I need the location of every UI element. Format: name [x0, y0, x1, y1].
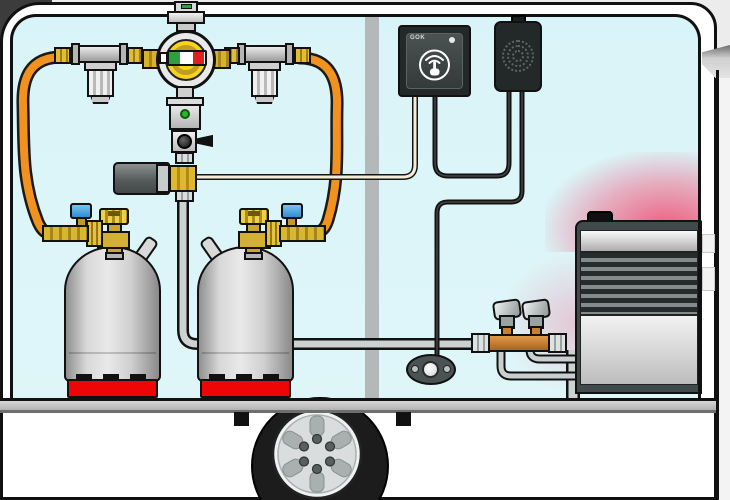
- floor-outlet-dome: [422, 361, 439, 378]
- partition-wall: [365, 17, 379, 398]
- filter-left-body: [87, 69, 114, 97]
- floor-band: [0, 398, 717, 413]
- gauge-seg-red: [193, 52, 204, 64]
- shutoff-valve-lever: [196, 134, 213, 148]
- speaker-grille-ring: [507, 45, 529, 67]
- valve-left-handwheel: [99, 208, 129, 225]
- valve-right-pipe: [279, 225, 326, 242]
- regulator-cap-slot: [181, 4, 192, 9]
- valve-right-wheel-slot: [248, 211, 260, 216]
- base-dash: [209, 374, 225, 381]
- wall-vent-lower: [702, 267, 715, 291]
- hex-below-tee: [175, 190, 194, 202]
- shutoff-valve-knob: [177, 134, 192, 149]
- gauge-seg-green: [169, 52, 180, 64]
- speaker-grille-icon: [502, 40, 534, 72]
- filter-right-body: [251, 69, 278, 97]
- filter-right-flange-r: [285, 43, 294, 65]
- filter-right-nut-r: [294, 47, 311, 64]
- cylinder-right-seam: [202, 352, 289, 354]
- valve-left-pipe: [42, 225, 89, 242]
- sensor-green-led: [180, 109, 190, 119]
- filter-left-flange-l: [71, 43, 80, 65]
- main-gas-pipe: [177, 197, 492, 350]
- front-panel-strip: [719, 78, 730, 500]
- remote-panel-brand: GOK: [410, 35, 426, 41]
- heater-top-band: [580, 230, 698, 252]
- base-dash: [103, 374, 119, 381]
- panel-link-wire: [432, 87, 512, 179]
- remote-touch-icon: [419, 49, 450, 81]
- wheel-arch-bracket-left: [234, 412, 249, 426]
- manifold-fitting-left: [471, 333, 490, 353]
- heater-vent-slats: [580, 252, 698, 315]
- front-panel-edge: [716, 70, 719, 500]
- base-dash: [236, 374, 252, 381]
- base-dash: [76, 374, 92, 381]
- floor-outlet-screw-l: [411, 365, 419, 373]
- alarm-sensor-wire: [434, 88, 525, 362]
- valve-left-wheel-slot: [108, 211, 120, 216]
- base-dash: [130, 374, 146, 381]
- sensor-body: [169, 104, 201, 130]
- wall-vent-upper: [702, 234, 715, 253]
- hex-above-tee: [175, 152, 194, 164]
- control-cable-white: [197, 87, 418, 180]
- manifold-fitting-right: [548, 333, 567, 353]
- interior-right-wall-line: [698, 38, 701, 398]
- valve-right-handwheel: [239, 208, 269, 225]
- test-point-left-blue-cap: [70, 203, 92, 219]
- test-point-right-blue-cap: [281, 203, 303, 219]
- speaker-grille-center: [512, 50, 524, 62]
- gauge-seg-white: [180, 52, 193, 64]
- filter-left-nut-l: [54, 47, 71, 64]
- floor-outlet-screw-r: [443, 365, 451, 373]
- remote-panel-led: [449, 37, 455, 43]
- wheel-arch-bracket-right: [396, 412, 411, 426]
- gauge-level-bar: [167, 50, 207, 66]
- cylinder-left-seam: [69, 352, 156, 354]
- base-dash: [263, 374, 279, 381]
- rim-spokes: [282, 415, 352, 493]
- heater-lower-panel: [580, 315, 698, 385]
